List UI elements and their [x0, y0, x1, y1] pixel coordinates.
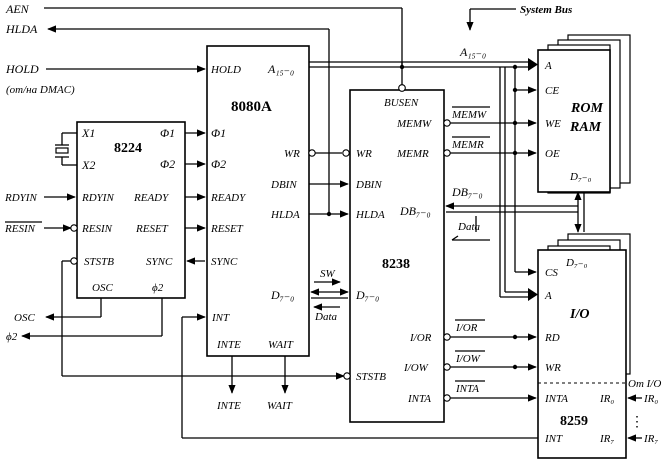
c8238-wr: WR: [356, 148, 372, 160]
inte-out-label: INTE: [216, 400, 241, 412]
addr-arrow-mem: [528, 58, 538, 71]
io-wr: WR: [545, 362, 561, 374]
inta-bus-label: INTA: [455, 383, 479, 395]
c8080-wr: WR: [284, 148, 300, 160]
c8238-ior: I/OR: [409, 332, 432, 344]
ior-bus-label: I/OR: [455, 322, 478, 334]
c8080-int: INT: [211, 312, 230, 324]
c8080-hold: HOLD: [210, 64, 241, 76]
c8238-ststb: STSTB: [356, 371, 386, 383]
c8238-hlda: HLDA: [355, 209, 385, 221]
ir-dots: ⋮: [630, 415, 644, 430]
memr-bus-label: MEMR: [451, 139, 484, 151]
mem-title-rom: ROM: [570, 101, 603, 116]
c8224-phi2: Φ2: [160, 157, 175, 171]
c8224-phi1: Φ1: [160, 126, 175, 140]
c8080-title: 8080A: [231, 99, 272, 115]
mem-oe: OE: [545, 148, 560, 160]
mem-we: WE: [545, 118, 561, 130]
io-d: D₇₋₀: [565, 257, 588, 269]
c8080-sync: SYNC: [211, 256, 238, 268]
osc-label: OSC: [14, 312, 35, 324]
c8080-phi1: Φ1: [211, 126, 226, 140]
busen-bubble: [398, 84, 406, 92]
c8224-rdyin: RDYIN: [81, 192, 114, 204]
memw-bus-label: MEMW: [451, 109, 487, 121]
c8080-hlda: HLDA: [270, 209, 300, 221]
c8238-dbin: DBIN: [355, 179, 382, 191]
crystal-icon: [55, 132, 77, 166]
mem-a: A: [544, 60, 552, 72]
phi2-label: ϕ2: [6, 331, 18, 343]
mem-d: D₇₋₀: [569, 171, 592, 183]
data-note: Data: [457, 221, 481, 233]
c8238-d: D₇₋₀: [355, 288, 379, 302]
c8080-inte: INTE: [216, 339, 241, 351]
c8259-ir7: IR₇: [599, 433, 614, 445]
sw-note: SW: [320, 268, 336, 280]
from-io-label: От I/O: [628, 378, 661, 390]
c8238-inta: INTA: [407, 393, 431, 405]
c8238-title: 8238: [382, 257, 410, 272]
c8224-x1: X1: [81, 126, 95, 140]
c8238-memw: MEMW: [396, 118, 432, 130]
c8259-title: 8259: [560, 414, 588, 429]
c8224-phi2b: ϕ2: [152, 282, 164, 294]
c8080-dbin: DBIN: [270, 179, 297, 191]
mem-title-ram: RAM: [569, 120, 602, 135]
addr-bus-label: A₁₅₋₀: [459, 45, 486, 59]
c8080-phi2: Φ2: [211, 157, 226, 171]
c8080-wait: WAIT: [268, 339, 294, 351]
chip-io-8259: [537, 249, 627, 459]
data-note2: Data: [314, 311, 338, 323]
c8238-busen: BUSEN: [384, 97, 419, 109]
io-cs: CS: [545, 267, 558, 279]
ir7-label: IR₇: [643, 433, 658, 445]
chip-rom-ram: [537, 49, 611, 193]
addr-arrow-io: [528, 288, 538, 301]
c8224-ststb: STSTB: [84, 256, 114, 268]
aen-label: AEN: [5, 2, 30, 16]
ir0-label: IR₀: [643, 393, 658, 405]
c8259-int: INT: [544, 433, 563, 445]
wait-out-label: WAIT: [267, 400, 293, 412]
hlda-out-label: HLDA: [5, 22, 38, 36]
c8224-reset: RESET: [135, 223, 169, 235]
iow-bus-label: I/OW: [455, 353, 481, 365]
chip-8080a: [206, 45, 310, 357]
c8080-a: A₁₅₋₀: [267, 62, 294, 76]
c8259-inta: INTA: [544, 393, 568, 405]
c8080-ready: READY: [210, 192, 247, 204]
chip-8238: [349, 89, 445, 423]
c8224-title: 8224: [114, 141, 142, 156]
c8224-osc: OSC: [92, 282, 113, 294]
resin-label: RESIN: [4, 223, 36, 235]
c8080-d: D₇₋₀: [270, 288, 294, 302]
c8224-sync: SYNC: [146, 256, 173, 268]
c8238-iow: I/OW: [403, 362, 429, 374]
hold-label: HOLD: [5, 62, 39, 76]
data-bus-top-label: DB₇₋₀: [451, 185, 483, 199]
io-a: A: [544, 290, 552, 302]
c8224-x2: X2: [81, 158, 95, 172]
hold-note: (от/на DMAC): [6, 84, 75, 96]
c8238-memr: MEMR: [396, 148, 429, 160]
c8224-ready: READY: [133, 192, 170, 204]
rdyin-label: RDYIN: [4, 192, 37, 204]
io-rd: RD: [544, 332, 560, 344]
chip-8224: [76, 121, 186, 299]
c8259-ir0: IR₀: [599, 393, 614, 405]
mem-ce: CE: [545, 85, 559, 97]
io-title: I/O: [569, 307, 589, 322]
system-bus-label: System Bus: [520, 4, 572, 16]
c8238-db: DB₇₋₀: [399, 204, 431, 218]
c8224-resin: RESIN: [81, 223, 113, 235]
c8080-reset: RESET: [210, 223, 244, 235]
